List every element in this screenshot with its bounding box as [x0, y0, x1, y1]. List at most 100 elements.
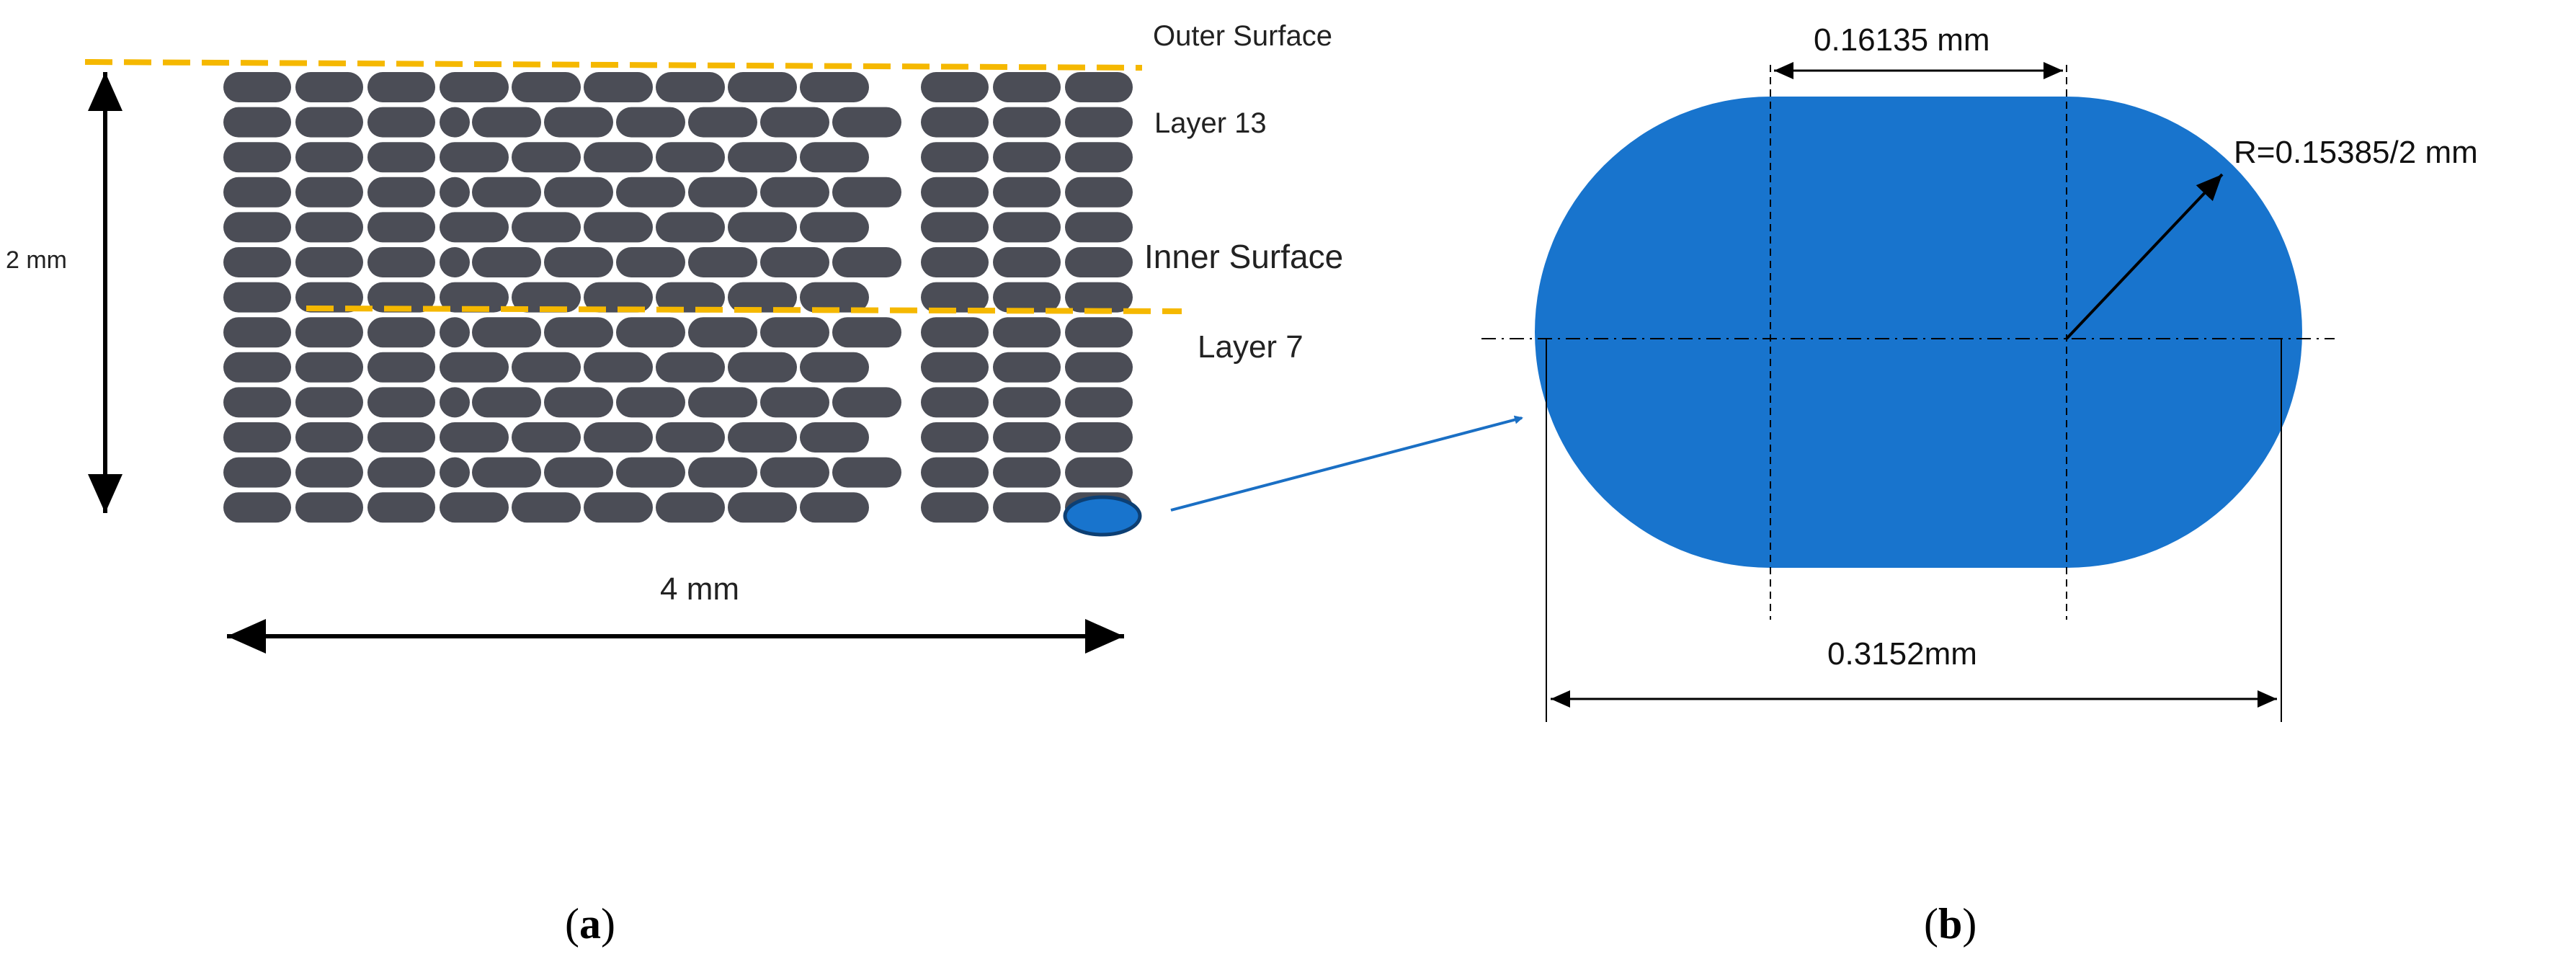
fiber [472, 177, 541, 208]
fiber [1065, 177, 1133, 208]
fiber [760, 247, 829, 277]
fiber [440, 492, 509, 523]
fiber [512, 212, 581, 243]
fiber [993, 422, 1061, 453]
fiber [584, 352, 653, 383]
fiber [1065, 387, 1133, 418]
inner-surface-dashed-line [306, 306, 1182, 314]
fiber [544, 457, 613, 488]
fiber [760, 177, 829, 208]
fiber [440, 177, 470, 208]
fiber [367, 177, 435, 208]
fiber [1065, 457, 1133, 488]
fiber [512, 72, 581, 102]
inner-surface-label: Inner Surface [1144, 238, 1343, 275]
fiber [921, 212, 989, 243]
fiber [656, 72, 725, 102]
fiber [223, 387, 291, 418]
fiber [688, 107, 757, 138]
fiber [1065, 247, 1133, 277]
fiber [295, 317, 363, 348]
fiber [921, 247, 989, 277]
fiber [993, 142, 1061, 173]
fiber [367, 282, 435, 313]
caption-a: (a) [565, 900, 615, 948]
fiber [367, 387, 435, 418]
fiber [1065, 317, 1133, 348]
fiber [921, 492, 989, 523]
fiber [295, 107, 363, 138]
fiber [921, 352, 989, 383]
fiber [728, 142, 797, 173]
fiber [295, 177, 363, 208]
fiber [440, 282, 509, 313]
fiber [728, 422, 797, 453]
fiber [728, 492, 797, 523]
fiber [223, 107, 291, 138]
fiber [921, 387, 989, 418]
fiber [800, 72, 869, 102]
fiber [616, 177, 685, 208]
fiber [993, 212, 1061, 243]
fiber [295, 282, 363, 313]
fiber [295, 492, 363, 523]
fiber [800, 352, 869, 383]
fiber [584, 422, 653, 453]
fiber [728, 212, 797, 243]
top-dimension-label: 0.16135 mm [1814, 22, 1990, 58]
fiber-layup-grid [223, 72, 1133, 523]
fiber [544, 387, 613, 418]
fiber [688, 457, 757, 488]
fiber [921, 142, 989, 173]
fiber [688, 177, 757, 208]
fiber [440, 422, 509, 453]
fiber [512, 142, 581, 173]
fiber [367, 352, 435, 383]
fiber [440, 142, 509, 173]
fiber [921, 107, 989, 138]
fiber [921, 317, 989, 348]
fiber [295, 352, 363, 383]
fiber [472, 457, 541, 488]
fiber [1065, 352, 1133, 383]
fiber [367, 212, 435, 243]
fiber [440, 212, 509, 243]
fiber [832, 247, 901, 277]
fiber [440, 107, 470, 138]
fiber [616, 247, 685, 277]
fiber [656, 282, 725, 313]
fiber [728, 282, 797, 313]
width-label: 4 mm [660, 571, 739, 607]
fiber [728, 72, 797, 102]
fiber [760, 317, 829, 348]
fiber [440, 247, 470, 277]
layer-7-label: Layer 7 [1198, 329, 1303, 365]
fiber [512, 282, 581, 313]
fiber [472, 107, 541, 138]
fiber [295, 457, 363, 488]
fiber [993, 282, 1061, 313]
fiber [616, 457, 685, 488]
fiber [993, 457, 1061, 488]
height-label: 2 mm [6, 246, 67, 274]
fiber [728, 352, 797, 383]
fiber [512, 492, 581, 523]
fiber [367, 457, 435, 488]
fiber [223, 352, 291, 383]
fiber [223, 72, 291, 102]
fiber [921, 72, 989, 102]
fiber [440, 352, 509, 383]
fiber [688, 317, 757, 348]
fiber [584, 492, 653, 523]
radius-arrow [2065, 173, 2224, 340]
fiber [993, 352, 1061, 383]
fiber [223, 177, 291, 208]
fiber [223, 212, 291, 243]
zoom-arrow [1170, 415, 1523, 512]
fiber [1065, 282, 1133, 313]
layer-13-label: Layer 13 [1154, 107, 1267, 139]
fiber [512, 352, 581, 383]
fiber [656, 352, 725, 383]
fiber [760, 107, 829, 138]
fiber [440, 72, 509, 102]
